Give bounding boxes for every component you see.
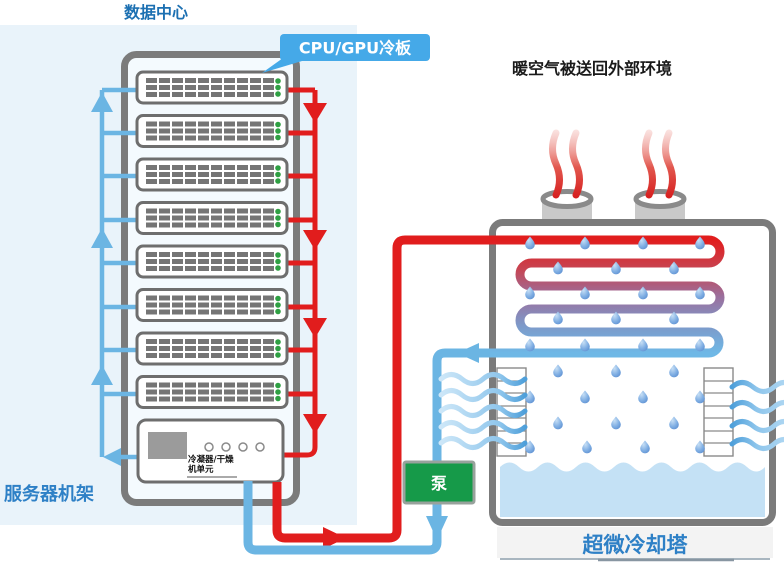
indicator-knob [255, 442, 265, 452]
hot-flow-arrows [303, 103, 327, 434]
server-unit-2 [137, 116, 287, 147]
hot-water-pipe [272, 235, 490, 543]
server-unit-4 [137, 203, 287, 234]
condenser-dryer-unit: 冷凝器/干燥 机单元 [136, 418, 285, 484]
condenser-label-line1: 冷凝器/干燥 [188, 454, 234, 465]
cooling-tower-caption: 超微冷却塔 [497, 527, 773, 562]
warm-air-label: 暖空气被送回外部环境 [512, 59, 672, 78]
cool-pipe-arrow-down [426, 516, 448, 540]
datacenter-label: 数据中心 [124, 3, 188, 22]
cooling-tower-label: 超微冷却塔 [583, 533, 689, 557]
server-unit-6 [137, 290, 287, 321]
server-rack-label: 服务器机架 [4, 483, 94, 505]
cool-supply-manifold [99, 87, 139, 460]
server-unit-1 [137, 72, 287, 103]
indicator-knob [221, 442, 231, 452]
cpu-gpu-callout-label: CPU/GPU冷板 [299, 39, 412, 58]
server-unit-3 [137, 159, 287, 190]
pump: 泵 [402, 460, 476, 505]
server-unit-8 [137, 377, 287, 408]
warm-air-heat-icon [549, 129, 676, 199]
server-unit-5 [137, 246, 287, 277]
cool-water-pipe [243, 348, 490, 555]
callout-tail [262, 58, 302, 73]
hot-pipe-arrow [323, 527, 346, 549]
indicator-knob [238, 442, 248, 452]
condenser-vent [148, 432, 187, 459]
cool-flow-arrows [91, 92, 121, 466]
cpu-gpu-callout: CPU/GPU冷板 [262, 34, 430, 73]
indicator-knob [204, 442, 214, 452]
cool-pipe-arrow-left [457, 343, 479, 363]
hot-return-manifold [284, 87, 318, 458]
server-unit-7 [137, 333, 287, 364]
pump-label: 泵 [430, 474, 447, 493]
heat-exchanger-coil [488, 235, 725, 358]
water-pool [500, 462, 765, 517]
condenser-label-line2: 机单元 [188, 464, 214, 475]
louver-right [703, 367, 734, 457]
